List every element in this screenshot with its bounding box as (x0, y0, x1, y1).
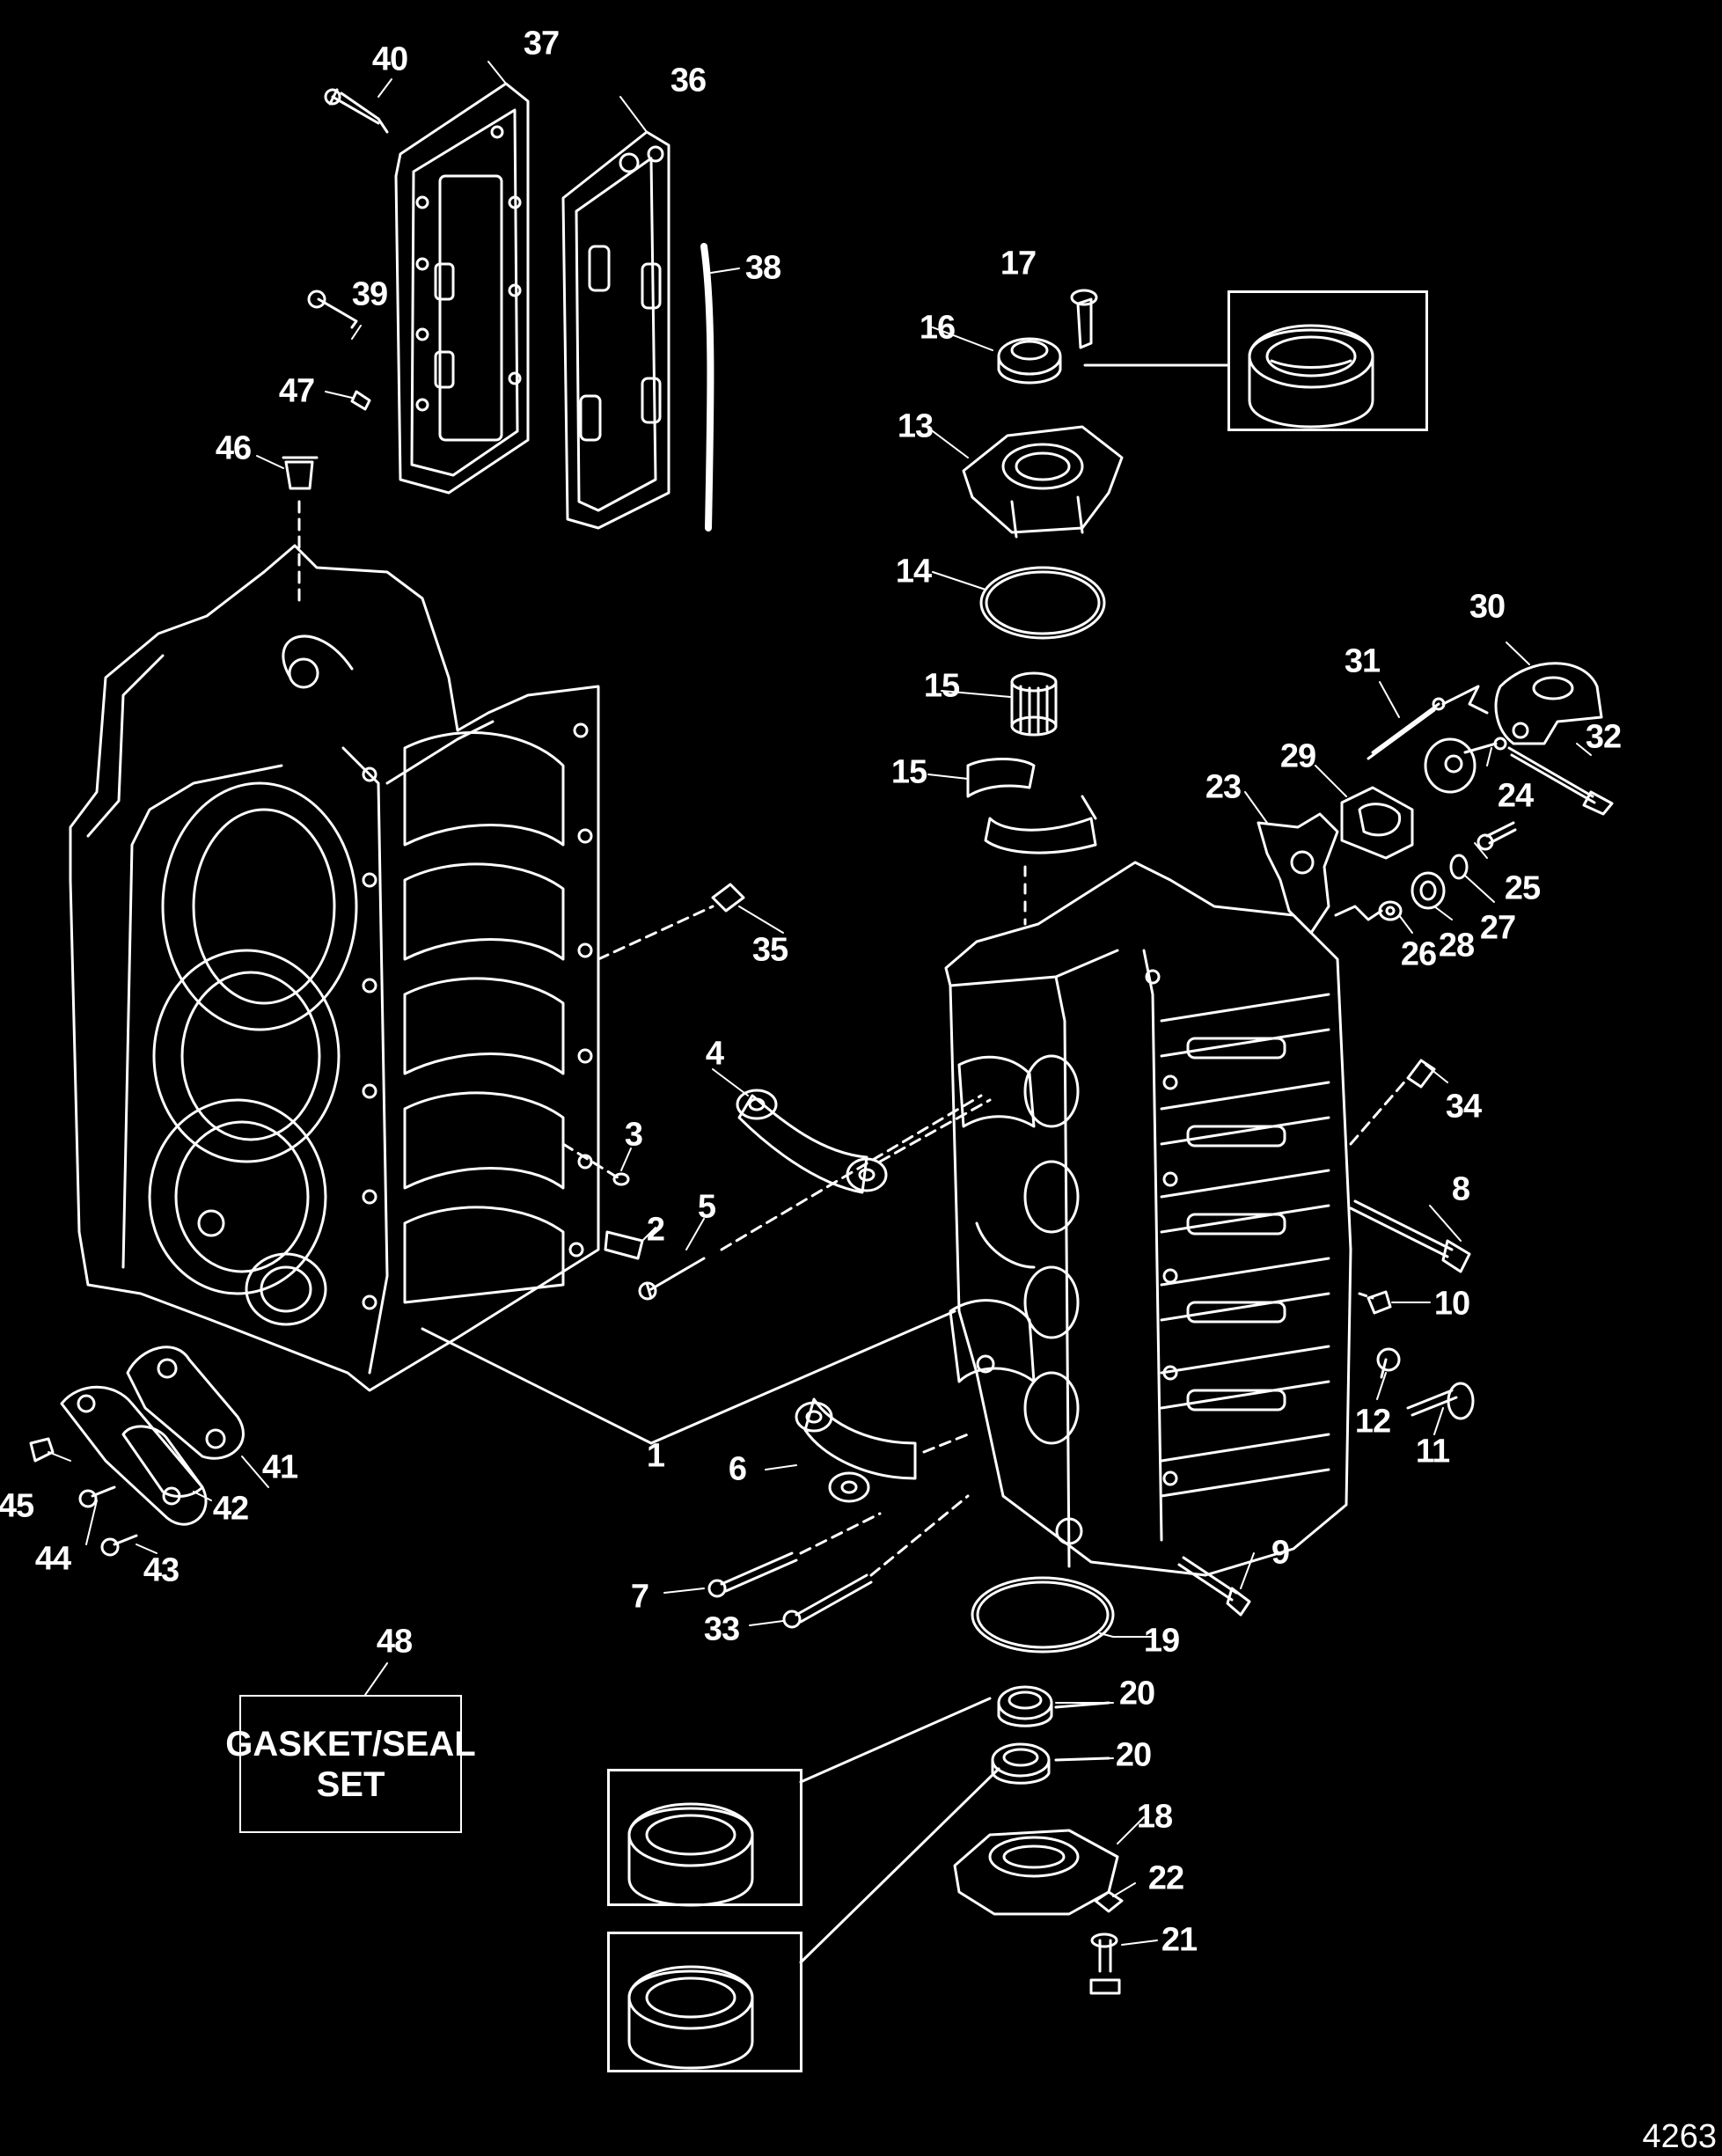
callout-8: 8 (1451, 1170, 1470, 1208)
callout-10: 10 (1433, 1285, 1470, 1323)
callout-35: 35 (751, 931, 788, 969)
callout-11: 11 (1415, 1433, 1450, 1470)
leader-5 (720, 1094, 983, 1251)
callout-37: 37 (523, 25, 560, 62)
side-cover-assembly (29, 1346, 245, 1557)
leader-1 (421, 1309, 956, 1445)
callout-27: 27 (1479, 909, 1516, 947)
callout-26: 26 (1400, 935, 1437, 973)
callout-15b: 15 (890, 753, 927, 791)
callout-16: 16 (919, 309, 956, 347)
main-bearing-strap-upper (736, 1089, 992, 1194)
dowel-2 (604, 1230, 644, 1260)
upper-bearing-assembly (962, 289, 1225, 854)
callout-9: 9 (1271, 1534, 1290, 1572)
exhaust-cover-gasket (561, 130, 670, 530)
seal-inset-artwork (627, 324, 1374, 2070)
callout-18: 18 (1136, 1798, 1173, 1836)
callout-leaders (48, 61, 1592, 1946)
callout-1: 1 (646, 1437, 665, 1475)
callout-14: 14 (895, 553, 932, 590)
callout-36: 36 (670, 62, 707, 99)
callout-47: 47 (278, 372, 315, 410)
callout-15a: 15 (923, 667, 960, 705)
callout-40: 40 (371, 40, 408, 78)
callout-38: 38 (744, 249, 781, 287)
cover-bolts (282, 88, 389, 490)
callout-30: 30 (1469, 588, 1506, 626)
leader-34 (1349, 1076, 1410, 1146)
callout-22: 22 (1147, 1859, 1184, 1897)
leader-35 (597, 905, 714, 961)
callout-48: 48 (376, 1623, 413, 1661)
leader-3 (561, 1142, 622, 1181)
callout-6: 6 (728, 1450, 747, 1488)
callout-23: 23 (1205, 768, 1242, 806)
bolt-5 (645, 1257, 706, 1300)
seal-strip (700, 243, 714, 532)
callout-28: 28 (1438, 927, 1475, 964)
callout-31: 31 (1344, 642, 1381, 680)
callout-24: 24 (1497, 777, 1534, 815)
callout-5: 5 (697, 1188, 716, 1226)
callout-12: 12 (1354, 1403, 1391, 1441)
callout-20b: 20 (1115, 1736, 1152, 1774)
callout-25: 25 (1504, 869, 1541, 907)
callout-32: 32 (1585, 718, 1622, 756)
callout-45: 45 (0, 1487, 34, 1525)
callout-46: 46 (215, 429, 252, 467)
callout-19: 19 (1143, 1622, 1180, 1660)
callout-29: 29 (1279, 737, 1316, 775)
inset-leaders (799, 363, 1229, 1964)
callout-34: 34 (1445, 1088, 1482, 1126)
callout-41: 41 (261, 1448, 298, 1486)
callout-3: 3 (624, 1116, 643, 1154)
seal-inset-upper (1227, 290, 1428, 431)
callout-17: 17 (1000, 245, 1037, 282)
seal-inset-lower (607, 1932, 802, 2072)
callout-20a: 20 (1118, 1675, 1155, 1712)
callout-44: 44 (34, 1540, 71, 1578)
exhaust-cover-plate (394, 82, 530, 495)
gasket-seal-set-box: GASKET/SEAL SET (225, 1695, 476, 1833)
callout-33: 33 (703, 1610, 740, 1648)
callout-39: 39 (351, 275, 388, 313)
callout-21: 21 (1161, 1921, 1198, 1959)
dowel-3 (612, 1172, 630, 1186)
callout-13: 13 (897, 407, 934, 445)
crankcase-cover-right (944, 861, 1352, 1577)
seal-inset-middle (607, 1769, 802, 1906)
screw-34 (1406, 1059, 1436, 1089)
main-bearing-strap-lower (795, 1397, 970, 1503)
callout-42: 42 (212, 1490, 249, 1528)
crankcase-bolts (707, 1199, 1475, 1629)
figure-number: 4263 (1642, 2118, 1717, 2155)
callout-43: 43 (143, 1551, 180, 1589)
callout-2: 2 (646, 1211, 665, 1249)
callout-4: 4 (705, 1035, 724, 1073)
thermostat-assembly (1257, 662, 1614, 935)
cylinder-block-left (69, 544, 600, 1392)
kit-label-line1: GASKET/SEAL (225, 1724, 476, 1764)
kit-label-line2: SET (316, 1764, 385, 1804)
callout-7: 7 (630, 1578, 649, 1616)
screw-35 (711, 883, 745, 913)
